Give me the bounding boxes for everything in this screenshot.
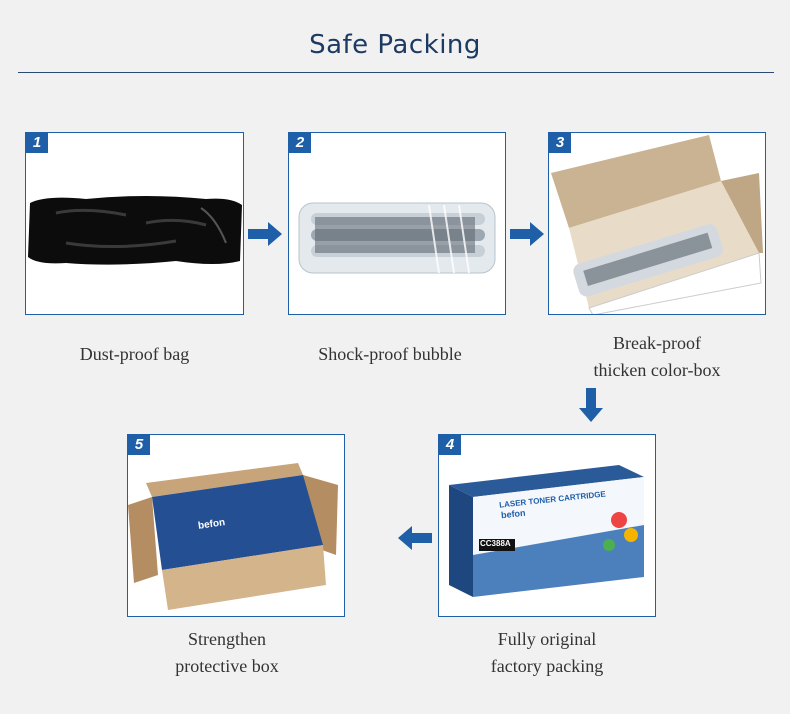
step-2-number: 2 (289, 133, 311, 153)
toner-box-image (449, 465, 644, 597)
step-1-panel: 1 (25, 132, 244, 315)
page-title: Safe Packing (309, 30, 481, 60)
step-3-panel: 3 (548, 132, 766, 315)
step-3-caption: Break-proof thicken color-box (593, 333, 721, 380)
step-1-number: 1 (26, 133, 48, 153)
step-1-caption: Dust-proof bag (79, 344, 190, 364)
arrow-right-icon (248, 222, 282, 246)
step-5-number: 5 (128, 435, 150, 455)
arrow-right-1 (248, 222, 282, 246)
step-4-caption: Fully original factory packing (490, 629, 604, 676)
step-2-panel: 2 (288, 132, 506, 315)
step-4-panel: LASER TONER CARTRIDGE befon CC388A 4 (438, 434, 656, 617)
step-3-number: 3 (549, 133, 571, 153)
arrow-down-icon (579, 388, 603, 422)
black-bag-image (28, 196, 242, 265)
arrow-right-2 (510, 222, 544, 246)
open-color-box-image (551, 135, 763, 314)
step-5-panel: befon 5 (127, 434, 345, 617)
model-text: CC388A (480, 539, 511, 548)
carton-box-image (128, 463, 338, 610)
arrow-down (579, 388, 603, 422)
title-divider (18, 72, 774, 73)
arrow-left (398, 526, 432, 550)
bubble-wrap-image (298, 202, 496, 274)
arrow-right-icon (510, 222, 544, 246)
step-4-number: 4 (439, 435, 461, 455)
arrow-left-icon (398, 526, 432, 550)
step-5-caption: Strengthen protective box (175, 629, 279, 676)
step-2-caption: Shock-proof bubble (318, 344, 462, 364)
